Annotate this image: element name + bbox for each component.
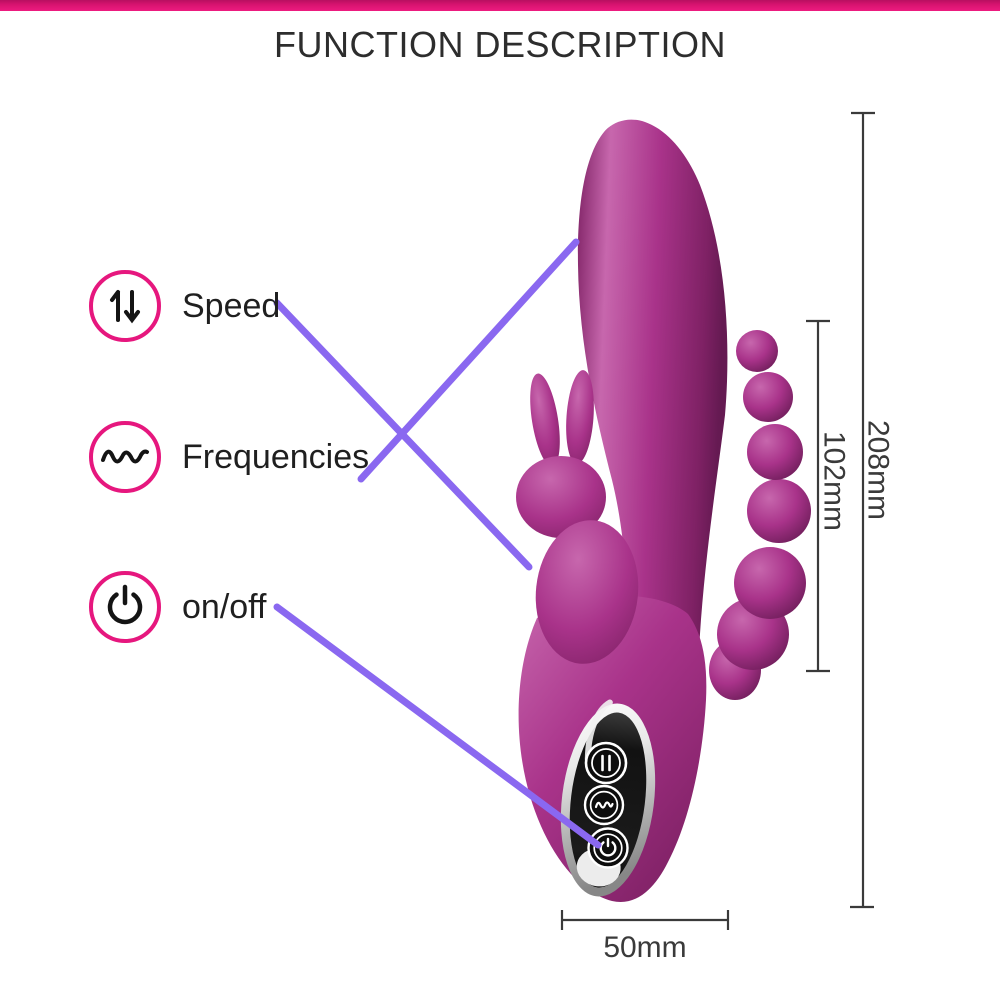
bead (736, 330, 778, 372)
bead (747, 479, 811, 543)
power-button[interactable] (587, 827, 629, 869)
speed-arrows-icon (87, 268, 163, 344)
frequency-wave-icon (87, 419, 163, 495)
feature-row-power: on/off (87, 569, 266, 645)
speed-button-icon (601, 754, 611, 772)
rabbit-ear-left (530, 373, 560, 467)
dimension-label-width: 50mm (603, 931, 686, 964)
feature-label-speed: Speed (182, 286, 281, 325)
rabbit-stimulator (516, 370, 639, 664)
dimension-line-width (560, 910, 730, 930)
dimension-label-beads: 102mm (818, 431, 851, 531)
power-icon (87, 569, 163, 645)
bead (743, 372, 793, 422)
feature-label-frequencies: Frequencies (182, 437, 370, 476)
page-title: FUNCTION DESCRIPTION (273, 24, 726, 65)
bead (747, 424, 803, 480)
dimension-label-overall: 208mm (862, 420, 895, 520)
top-accent-bar (0, 0, 1000, 11)
frequency-button-icon (594, 801, 614, 809)
frequency-button[interactable] (583, 784, 625, 826)
feature-row-frequencies: Frequencies (87, 419, 369, 495)
bead (734, 547, 806, 619)
main-shaft (577, 119, 728, 683)
speed-button[interactable] (584, 741, 628, 785)
anal-beads (709, 330, 811, 700)
control-panel (560, 699, 656, 897)
rabbit-ear-right (566, 370, 594, 464)
feature-label-power: on/off (182, 587, 267, 626)
annotation-line-power (273, 603, 602, 849)
dimension-line-beads (806, 319, 830, 673)
rabbit-body (535, 520, 639, 664)
feature-row-speed: Speed (87, 268, 280, 344)
rabbit-head (516, 456, 606, 538)
annotation-line-frequencies (357, 238, 580, 483)
dimension-line-overall (850, 111, 875, 909)
